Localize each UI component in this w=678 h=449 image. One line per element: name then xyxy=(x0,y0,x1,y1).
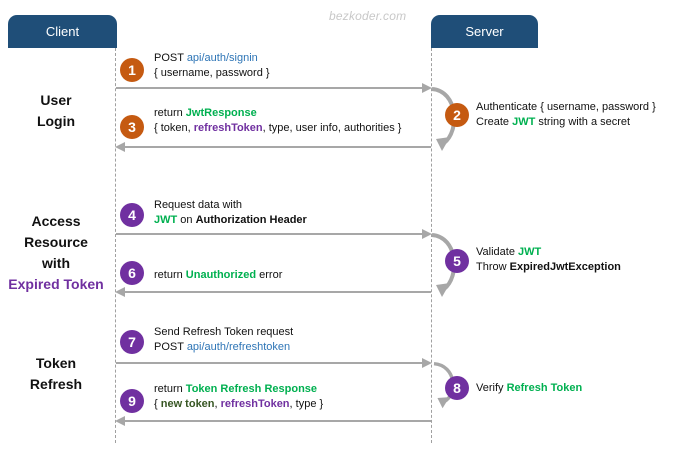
step-9-badge: 9 xyxy=(120,389,144,413)
step-5-message: Validate JWT Throw ExpiredJwtException xyxy=(476,246,621,273)
step-8-message: Verify Refresh Token xyxy=(476,382,583,394)
request-arrow-4 xyxy=(116,229,432,239)
step-1-badge: 1 xyxy=(120,58,144,82)
step-7-badge: 7 xyxy=(120,330,144,354)
server-header: Server xyxy=(431,15,538,48)
response-arrow-9 xyxy=(115,416,431,426)
step-6-badge: 6 xyxy=(120,261,144,285)
phase-label-access-resource: Access Resource with Expired Token xyxy=(8,213,104,292)
step-2-badge: 2 xyxy=(445,103,469,127)
step-9-message: return Token Refresh Response { new toke… xyxy=(154,383,324,410)
server-lifeline xyxy=(431,48,432,443)
step-3-badge: 3 xyxy=(120,115,144,139)
client-header: Client xyxy=(8,15,117,48)
request-arrow-1 xyxy=(116,83,432,93)
step-5-badge: 5 xyxy=(445,249,469,273)
step-8-badge: 8 xyxy=(445,376,469,400)
request-arrow-7 xyxy=(116,358,432,368)
phase-label-token-refresh: Token Refresh xyxy=(29,355,83,392)
step-4-badge: 4 xyxy=(120,203,144,227)
step-1-message: POST api/auth/signin { username, passwor… xyxy=(154,52,270,79)
client-lifeline xyxy=(115,48,116,443)
step-6-message: return Unauthorized error xyxy=(154,269,283,281)
step-2-message: Authenticate { username, password } Crea… xyxy=(476,101,656,128)
step-7-message: Send Refresh Token request POST api/auth… xyxy=(154,326,294,353)
response-arrow-6 xyxy=(115,287,431,297)
response-arrow-3 xyxy=(115,142,431,152)
step-4-message: Request data with JWT on Authorization H… xyxy=(154,199,307,226)
watermark: bezkoder.com xyxy=(329,9,407,23)
phase-label-user-login: User Login xyxy=(36,92,76,129)
step-3-message: return JwtResponse { token, refreshToken… xyxy=(154,107,402,134)
